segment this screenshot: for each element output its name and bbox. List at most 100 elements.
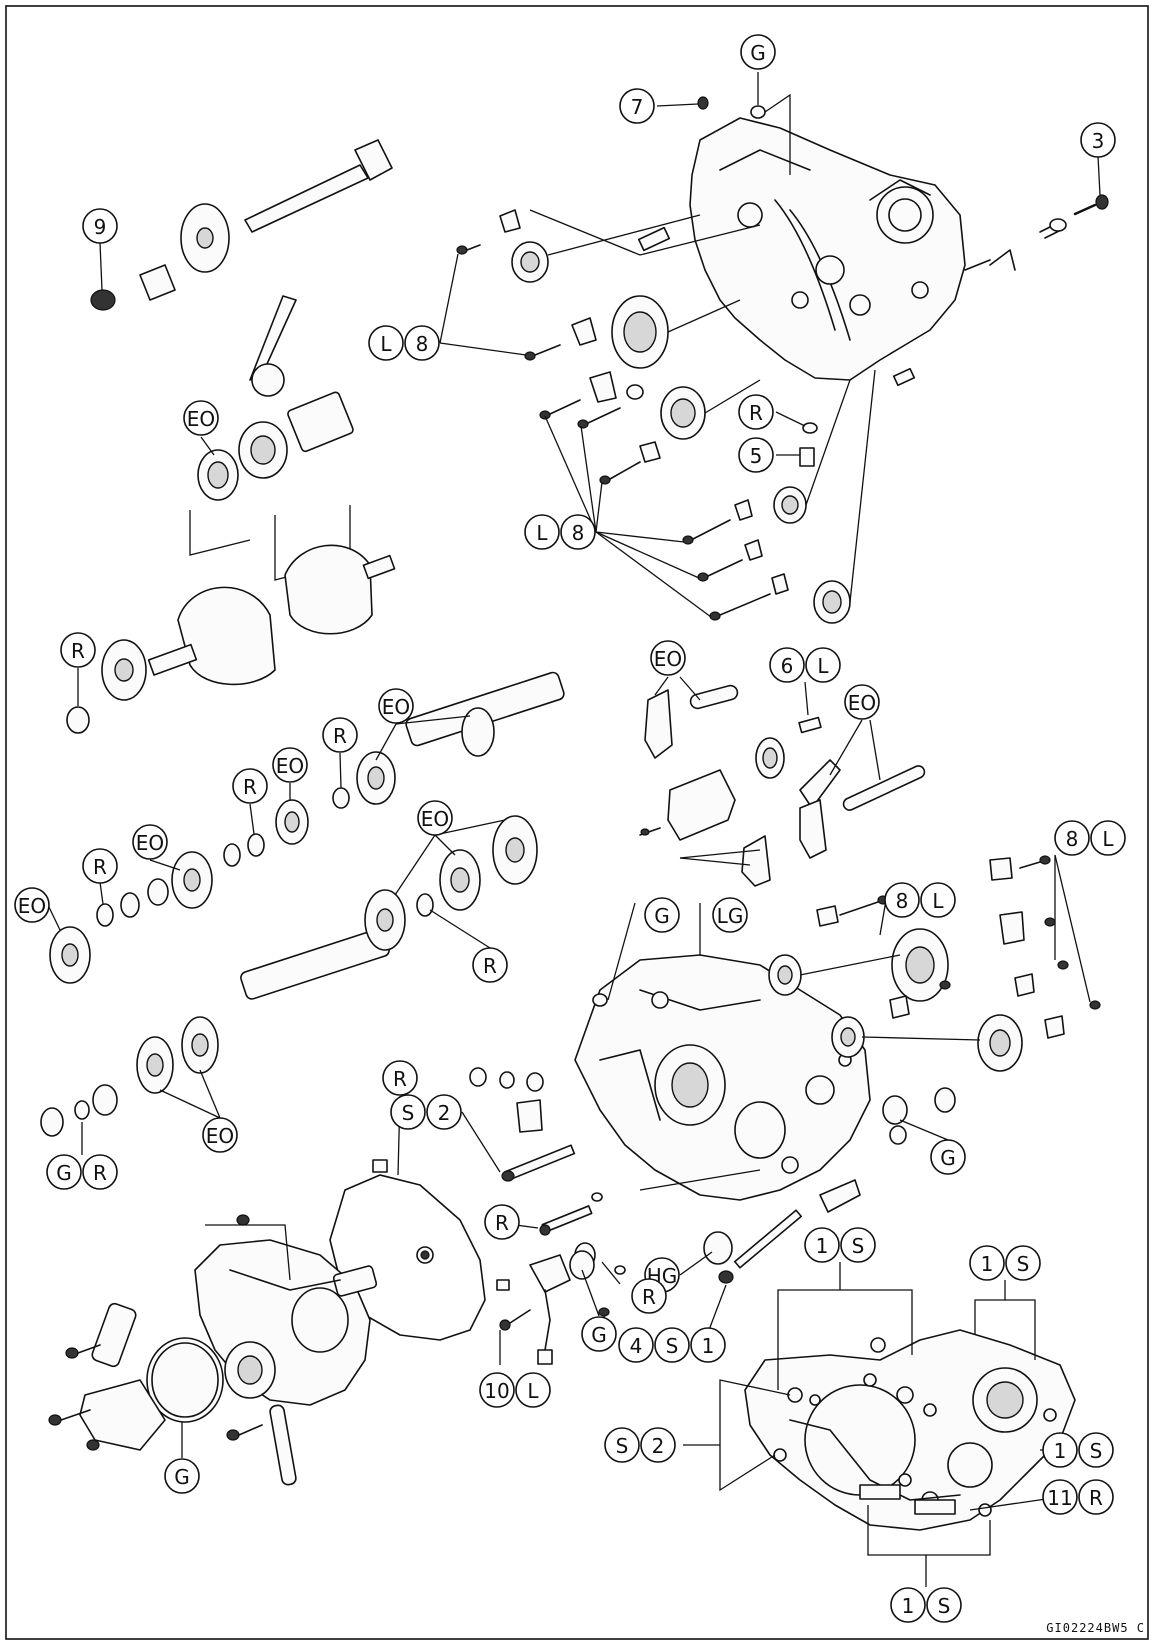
callout-text: 2 <box>438 1101 451 1125</box>
callout-text: 6 <box>781 654 794 678</box>
callout-circle <box>619 88 655 124</box>
callout-circle <box>631 1278 667 1314</box>
callout-circle <box>930 1139 966 1175</box>
upper-case-bearings <box>511 209 916 624</box>
callout-17: EO <box>132 824 168 860</box>
callout-text: EO <box>187 407 215 431</box>
callout-10: EO <box>650 640 686 676</box>
callout-circle <box>46 1154 82 1190</box>
callout-circle <box>581 1316 617 1352</box>
lower-bearing-retainer-screws <box>816 855 1101 1039</box>
callout-13: EO <box>378 688 414 724</box>
callout-text: EO <box>136 831 164 855</box>
callout-33: R <box>631 1278 667 1314</box>
callout-circle <box>515 1372 551 1408</box>
callout-22: EO <box>202 1117 238 1153</box>
callout-text: 2 <box>652 1434 665 1458</box>
transmission-drive-shaft <box>40 815 538 1137</box>
callout-circle <box>479 1372 515 1408</box>
callout-text: L <box>817 654 829 678</box>
callout-text: EO <box>382 695 410 719</box>
callout-circle <box>690 1327 726 1363</box>
callout-text: 1 <box>902 1594 915 1618</box>
right-crankcase-half <box>689 117 966 381</box>
callout-circle <box>14 887 50 923</box>
callout-text: EO <box>276 754 304 778</box>
figure-code: GI02224BW5 C <box>1046 1621 1145 1635</box>
callout-text: 8 <box>1066 827 1079 851</box>
callout-circle <box>640 1427 676 1463</box>
callout-circle <box>322 717 358 753</box>
callout-text: 8 <box>416 332 429 356</box>
callout-circle <box>884 882 920 918</box>
callout-text: S <box>1090 1439 1103 1463</box>
neutral-switch <box>496 1250 595 1365</box>
callout-text: R <box>393 1067 407 1091</box>
callout-12: EO <box>844 684 880 720</box>
top-small-parts <box>697 93 1109 467</box>
callout-circle <box>82 1154 118 1190</box>
connecting-rod-assembly <box>189 295 354 581</box>
shift-mechanism <box>639 684 926 887</box>
callout-circle <box>272 747 308 783</box>
left-crankcase-half <box>574 954 871 1201</box>
callout-circle <box>804 1227 840 1263</box>
callout-circle <box>132 824 168 860</box>
callout-text: L <box>536 521 548 545</box>
callout-circle <box>1042 1479 1078 1515</box>
callout-text: LG <box>717 904 744 928</box>
callout-14: R <box>322 717 358 753</box>
callout-24: G <box>644 897 680 933</box>
callout-text: S <box>852 1234 865 1258</box>
callout-text: S <box>938 1594 951 1618</box>
callout-text: R <box>749 401 763 425</box>
callout-34: G <box>581 1316 617 1352</box>
callout-0: G <box>740 34 776 70</box>
balancer-shaft <box>90 139 393 311</box>
callout-text: 11 <box>1047 1486 1072 1510</box>
callout-text: S <box>616 1434 629 1458</box>
callout-text: 8 <box>896 889 909 913</box>
callout-text: 1 <box>1054 1439 1067 1463</box>
callout-circle <box>404 325 440 361</box>
cover-parts <box>48 1214 297 1486</box>
callout-circle <box>618 1327 654 1363</box>
callout-20: EO <box>417 800 453 836</box>
callout-text: R <box>1089 1486 1103 1510</box>
callout-circle <box>604 1427 640 1463</box>
callout-text: L <box>932 889 944 913</box>
callout-circle <box>82 848 118 884</box>
page-border <box>5 5 1149 1640</box>
callout-circle <box>1090 820 1126 856</box>
callout-circle <box>969 1245 1005 1281</box>
callout-16: R <box>232 768 268 804</box>
callout-circle <box>1078 1479 1114 1515</box>
callout-21: R <box>472 947 508 983</box>
callout-circle <box>183 400 219 436</box>
callout-text: EO <box>421 807 449 831</box>
callout-8: EO <box>183 400 219 436</box>
callout-text: 1 <box>702 1334 715 1358</box>
callout-text: R <box>243 775 257 799</box>
callout-text: EO <box>18 894 46 918</box>
callout-15: EO <box>272 747 308 783</box>
callout-6: 5 <box>738 437 774 473</box>
upper-bearing-retainer-screws <box>456 209 789 621</box>
callout-circle <box>712 897 748 933</box>
callout-circle <box>650 640 686 676</box>
callout-text: S <box>402 1101 415 1125</box>
callout-text: 1 <box>816 1234 829 1258</box>
callout-28: G <box>930 1139 966 1175</box>
callout-text: L <box>380 332 392 356</box>
callout-circle <box>644 897 680 933</box>
callout-text: R <box>333 724 347 748</box>
